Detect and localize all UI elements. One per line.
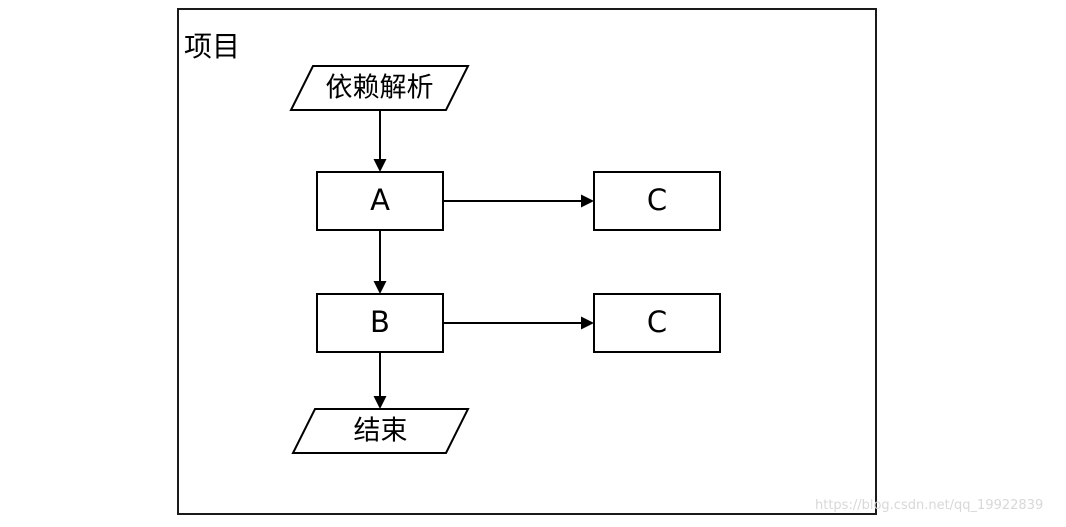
node-b[interactable]: B [316, 293, 444, 353]
watermark: https://blog.csdn.net/qq_19922839 [815, 498, 1043, 513]
node-label: C [647, 305, 667, 339]
edge-b-to-end [373, 352, 387, 409]
node-label: B [370, 305, 390, 339]
node-c1[interactable]: C [593, 171, 721, 231]
arrow-head-icon [373, 396, 387, 409]
node-end[interactable]: 结束 [291, 408, 470, 454]
rectangle-shape [316, 171, 444, 231]
node-label: 结束 [354, 416, 408, 447]
edge-b-to-c2 [443, 316, 594, 330]
node-label: 依赖解析 [326, 73, 434, 104]
arrow-head-icon [373, 281, 387, 294]
node-c2[interactable]: C [593, 293, 721, 353]
parallelogram-shape [291, 408, 470, 454]
edge-a-to-c1 [443, 194, 594, 208]
node-a[interactable]: A [316, 171, 444, 231]
project-container-frame [177, 8, 877, 515]
rectangle-shape [593, 293, 721, 353]
parallelogram-shape [289, 65, 470, 111]
rectangle-shape [316, 293, 444, 353]
diagram-title: 项目 [184, 30, 240, 63]
arrow-head-icon [581, 194, 594, 208]
node-layer: 依赖解析 A C B C 结束 [289, 65, 721, 454]
arrow-head-icon [581, 316, 594, 330]
edge-start-to-a [373, 110, 387, 172]
rectangle-shape [593, 171, 721, 231]
node-label: A [370, 183, 390, 217]
edge-layer [373, 110, 594, 409]
page-title: 项目 [184, 30, 240, 63]
node-start[interactable]: 依赖解析 [289, 65, 470, 111]
arrow-head-icon [373, 159, 387, 172]
watermark-text: https://blog.csdn.net/qq_19922839 [815, 498, 1043, 513]
edge-a-to-b [373, 230, 387, 294]
diagram-frame [177, 8, 877, 515]
node-label: C [647, 183, 667, 217]
